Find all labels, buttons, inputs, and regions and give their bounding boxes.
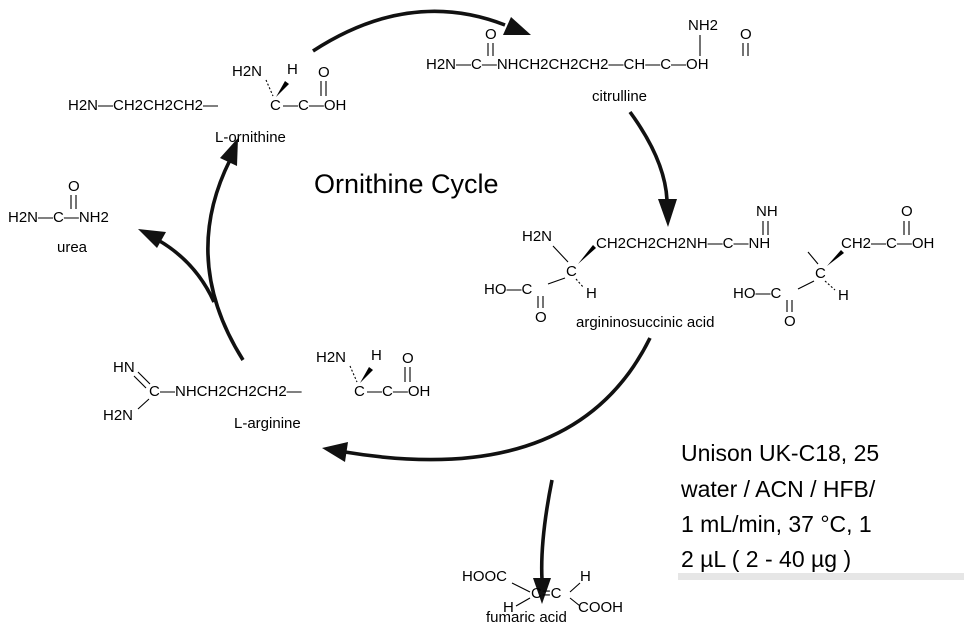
arrow-ornithine-to-citrulline [312, 9, 506, 53]
argininosuccinic-right-chain: CH2—C—OH [841, 235, 934, 252]
arginine-hashed-bond [349, 365, 358, 383]
l-arginine: HN H2N C —NHCH2CH2CH2— C —C—OH H2N H O L… [103, 347, 430, 432]
argininosuccinic-right-oxygen: O [901, 203, 913, 220]
arginine-amine: H2N [103, 407, 133, 424]
argininosuccinic-left-alpha-carbon: C [566, 263, 577, 280]
arginine-hydrogen: H [371, 347, 382, 364]
argininosuccinic-nh-bond [807, 251, 819, 265]
fumaric-upper-hydrogen: H [580, 568, 591, 585]
ornithine-wedge-bond [276, 81, 289, 97]
argininosuccinic-amino-group: H2N [522, 228, 552, 245]
argininosuccinic-right-carboxyl: HO—C [733, 285, 782, 302]
fumaric-cooh: COOH [578, 599, 623, 616]
ornithine-hydrogen: H [287, 61, 298, 78]
fumaric-hooc-bond [511, 582, 531, 593]
citrulline: H2N—C—NHCH2CH2CH2—CH—C—OH O NH2 O citrul… [426, 17, 752, 105]
citrulline-amino-group: NH2 [688, 17, 718, 34]
arginine-amino-group: H2N [316, 349, 346, 366]
arrow-branch-to-urea [157, 238, 216, 303]
fumaric-lower-hydrogen: H [503, 599, 514, 616]
fumaric-lower-h-bond [515, 597, 531, 607]
argininosuccinic-left-hydrogen: H [586, 285, 597, 302]
fumaric-double-bond-core: C=C [531, 585, 562, 602]
argininosuccinic-acid: CH2CH2CH2NH—C—NH NH CH2—C—OH O H2N C H H… [484, 203, 934, 331]
argininosuccinic-left-oxygen: O [535, 309, 547, 326]
arginine-imine: HN [113, 359, 135, 376]
arginine-wedge-bond [360, 367, 373, 383]
citrulline-main-chain: H2N—C—NHCH2CH2CH2—CH—C—OH [426, 56, 709, 73]
arginine-guanidino-carbon: C [149, 383, 160, 400]
argininosuccinic-left-hashed-bond [575, 278, 585, 289]
conditions-underline-bar [678, 573, 964, 580]
argininosuccinic-right-oxygen-lower: O [784, 313, 796, 330]
citrulline-carboxyl-oxygen: O [740, 26, 752, 43]
arrow-head-arginine-to-ornithine [220, 138, 238, 166]
argininosuccinic-name: argininosuccinic acid [576, 314, 714, 331]
condition-flow-temp: 1 mL/min, 37 °C, 1 [681, 511, 872, 537]
fumaric-cooh-bond [569, 597, 581, 607]
ornithine-carboxyl: —C—OH [283, 97, 346, 114]
arrow-argininosuccinate-to-arginine [344, 337, 652, 462]
argininosuccinic-right-wedge [827, 250, 844, 266]
arginine-carboxyl: —C—OH [367, 383, 430, 400]
ornithine-name: L-ornithine [215, 129, 286, 146]
citrulline-name: citrulline [592, 88, 647, 105]
arginine-main-chain: —NHCH2CH2CH2— [160, 383, 302, 400]
hplc-conditions: Unison UK-C18, 25 water / ACN / HFB/ 1 m… [678, 440, 964, 580]
arrow-head-ornithine-to-citrulline [503, 17, 531, 35]
urea: H2N—C—NH2 O urea [8, 178, 109, 256]
cycle-arrows [138, 9, 677, 604]
arrow-arginine-to-ornithine [206, 159, 245, 361]
cycle-title: Ornithine Cycle [314, 169, 499, 199]
argininosuccinic-right-hashed-bond [824, 280, 836, 291]
argininosuccinic-right-hydrogen: H [838, 287, 849, 304]
ornithine-alpha-carbon: C [270, 97, 281, 114]
arginine-amine-bond [137, 398, 150, 410]
arginine-imine-bond-a [137, 371, 151, 385]
fumaric-acid: HOOC H C=C H COOH fumaric acid [462, 568, 623, 626]
argininosuccinic-imine: NH [756, 203, 778, 220]
condition-injection: 2 µL ( 2 - 40 µg ) [681, 546, 851, 572]
ornithine-hashed-bond [265, 79, 274, 97]
condition-mobile-phase: water / ACN / HFB/ [680, 476, 876, 502]
argininosuccinic-right-alpha-carbon: C [815, 265, 826, 282]
l-ornithine: H2N—CH2CH2CH2— C —C—OH H2N H O L-ornithi… [68, 61, 346, 146]
fumaric-hooc: HOOC [462, 568, 507, 585]
arrow-head-to-fumarate [533, 578, 551, 604]
arrow-head-citrulline-to-argininosuccinate [658, 199, 677, 227]
arrow-citrulline-to-argininosuccinate [628, 110, 669, 201]
arrow-head-argininosuccinate-to-arginine [322, 442, 348, 462]
ornithine-amino-group: H2N [232, 63, 262, 80]
arginine-imine-bond-b [133, 375, 147, 389]
argininosuccinic-left-carboxyl-bond [547, 277, 566, 285]
fumaric-upper-h-bond [569, 582, 581, 593]
argininosuccinic-right-carboxyl-bond [797, 280, 815, 290]
argininosuccinic-left-carboxyl: HO—C [484, 281, 533, 298]
fumaric-name: fumaric acid [486, 609, 567, 626]
arginine-alpha-carbon: C [354, 383, 365, 400]
arrow-head-to-urea [138, 229, 166, 248]
argininosuccinic-main-chain: CH2CH2CH2NH—C—NH [596, 235, 770, 252]
urea-name: urea [57, 239, 88, 256]
condition-column: Unison UK-C18, 25 [681, 440, 879, 466]
urea-oxygen: O [68, 178, 80, 195]
urea-formula: H2N—C—NH2 [8, 209, 109, 226]
argininosuccinic-amino-bond [552, 245, 569, 263]
arginine-name: L-arginine [234, 415, 301, 432]
arrow-branch-to-fumarate [539, 479, 554, 581]
ornithine-main-chain: H2N—CH2CH2CH2— [68, 97, 218, 114]
argininosuccinic-left-wedge [578, 245, 596, 264]
ornithine-carbonyl-oxygen: O [318, 64, 330, 81]
citrulline-urea-oxygen: O [485, 26, 497, 43]
arginine-carbonyl-oxygen: O [402, 350, 414, 367]
